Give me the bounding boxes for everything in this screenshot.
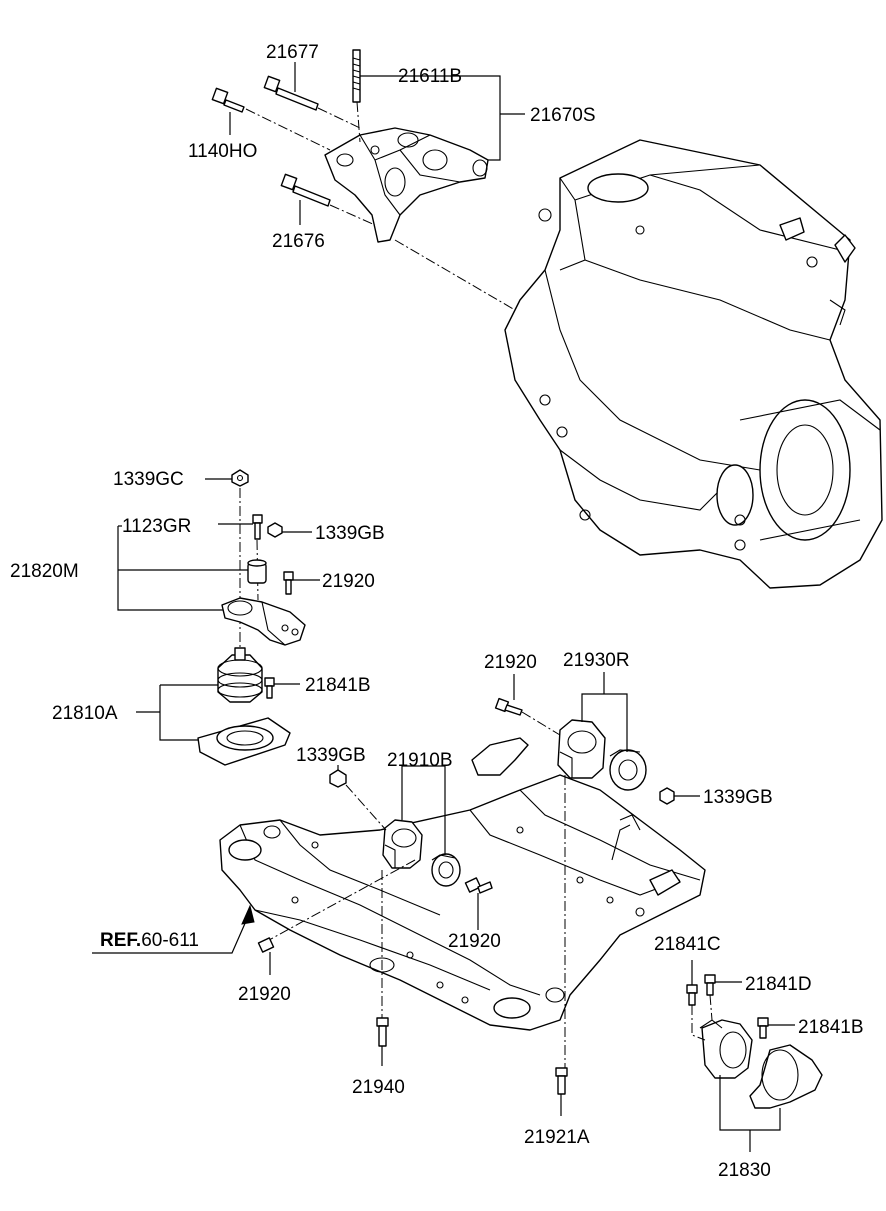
mount-insulator-21810A xyxy=(197,647,291,766)
reference-label: REF.60-611 xyxy=(100,930,199,951)
label-21930R: 21930R xyxy=(563,650,630,671)
label-1123GR: 1123GR xyxy=(122,516,191,537)
engine-block xyxy=(504,139,883,589)
label-21830: 21830 xyxy=(718,1160,771,1181)
label-21921A: 21921A xyxy=(524,1127,590,1148)
rear-mount-21830 xyxy=(699,1019,823,1109)
bolt-21841B-left xyxy=(264,677,275,699)
part-labels: 21677 21611B 21670S 1140HO 21676 1339GC … xyxy=(10,42,864,1181)
bolt-21677 xyxy=(263,75,319,111)
bolt-21920-mount xyxy=(283,571,294,595)
label-21910B: 21910B xyxy=(387,750,453,771)
label-21611B: 21611B xyxy=(398,66,462,87)
label-21670S: 21670S xyxy=(530,105,596,126)
label-21920-mount: 21920 xyxy=(322,571,375,592)
bolt-21841C xyxy=(686,984,698,1006)
bolt-21920-upper xyxy=(494,697,523,716)
bolt-21676 xyxy=(280,173,331,207)
bolt-21921A xyxy=(555,1067,568,1095)
bolt-21841B-right xyxy=(757,1017,769,1039)
bolt-21940 xyxy=(376,1017,389,1047)
label-1339GB-mid: 1339GB xyxy=(296,745,366,766)
mount-21930R xyxy=(557,719,647,791)
label-21940: 21940 xyxy=(352,1077,405,1098)
bolt-21920-lower xyxy=(257,937,275,953)
label-21841B-left: 21841B xyxy=(305,675,371,696)
label-21677: 21677 xyxy=(266,42,319,63)
nut-1339GC xyxy=(231,469,249,487)
label-21676: 21676 xyxy=(272,231,325,252)
engine-bracket-21670S xyxy=(324,127,489,243)
bolt-21841D xyxy=(704,974,716,996)
nut-1339GB-right xyxy=(659,787,675,805)
label-1339GB-top: 1339GB xyxy=(315,523,385,544)
label-21841D: 21841D xyxy=(745,974,812,995)
reference-number: 60-611 xyxy=(141,930,199,951)
nut-1339GB-top xyxy=(267,522,283,538)
mount-bracket-21820M xyxy=(221,597,306,646)
label-21920-lower: 21920 xyxy=(238,984,291,1005)
label-21920-upper: 21920 xyxy=(484,652,537,673)
label-21820M: 21820M xyxy=(10,561,79,582)
nut-1339GB-mid xyxy=(329,769,347,788)
crossmember-subframe xyxy=(219,737,706,1031)
reference-prefix: REF. xyxy=(100,930,141,951)
label-21841C: 21841C xyxy=(654,934,721,955)
label-21810A: 21810A xyxy=(52,703,118,724)
bolt-1140HO xyxy=(211,87,245,113)
label-21841B-right: 21841B xyxy=(798,1017,864,1038)
bolt-21920-center xyxy=(464,877,493,894)
mount-21910B xyxy=(382,819,461,887)
label-1339GB-right: 1339GB xyxy=(703,787,773,808)
label-21920-center: 21920 xyxy=(448,931,501,952)
stud-21611B xyxy=(352,49,361,103)
bolt-1123GR xyxy=(252,514,263,540)
label-1140HO: 1140HO xyxy=(188,141,257,162)
label-1339GC: 1339GC xyxy=(113,469,184,490)
bushing-21820M-insert xyxy=(247,559,267,584)
